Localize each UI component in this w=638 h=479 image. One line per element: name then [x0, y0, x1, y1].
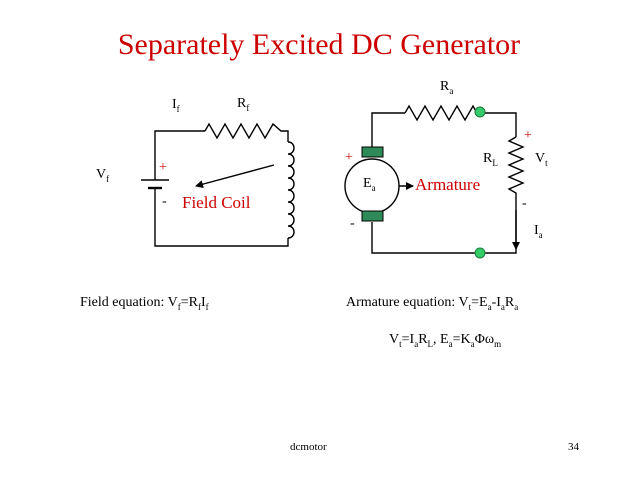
- armature-circuit: [371, 104, 525, 254]
- emf-label: Ea: [363, 176, 376, 193]
- page-number: 34: [568, 441, 579, 453]
- armature-equation: Armature equation: Vt=Ea-IaRa: [346, 295, 519, 312]
- terminal-voltage-label: Vt: [535, 151, 548, 168]
- armature-machine: [344, 146, 400, 222]
- brush-bottom: [361, 210, 384, 222]
- armature-current-label: Ia: [534, 223, 543, 240]
- load-resistor-label: RL: [483, 151, 498, 168]
- load-to-bottom-wire: [480, 203, 517, 254]
- page-title: Separately Excited DC Generator: [117, 28, 521, 61]
- field-top-wire: [154, 130, 205, 168]
- field-circuit: [141, 122, 295, 247]
- armature-minus-sign: -: [350, 216, 355, 231]
- armature-resistor-label: Ra: [440, 79, 454, 96]
- armature-bottom-wire: [371, 222, 480, 254]
- field-current-label: If: [172, 97, 180, 114]
- armature-to-load-wire: [480, 112, 517, 137]
- field-coil-label: Field Coil: [182, 193, 251, 212]
- field-coil: [287, 141, 295, 239]
- load-plus-sign: +: [524, 128, 532, 143]
- terminal-top: [474, 106, 486, 118]
- armature-resistor: [404, 104, 480, 122]
- field-equation: Field equation: Vf=RfIf: [80, 295, 209, 312]
- brush-top: [361, 146, 384, 158]
- footer-label: dcmotor: [290, 441, 327, 453]
- field-coil-to-bottom-wire: [154, 200, 289, 247]
- field-resistor-label: Rf: [237, 96, 250, 113]
- field-plus-sign: +: [159, 160, 167, 175]
- load-minus-sign: -: [522, 196, 527, 211]
- armature-label: Armature: [415, 175, 481, 194]
- terminal-voltage-equation: Vt=IaRL, Ea=KaΦωm: [389, 332, 502, 349]
- field-minus-sign: -: [162, 194, 167, 209]
- load-resistor: [507, 136, 525, 203]
- terminal-bottom: [474, 247, 486, 259]
- armature-plus-sign: +: [345, 150, 353, 165]
- rheostat-arrow: [195, 164, 275, 189]
- field-voltage-label: Vf: [96, 167, 110, 184]
- armature-top-wire: [371, 112, 405, 150]
- field-resistor: [204, 122, 289, 142]
